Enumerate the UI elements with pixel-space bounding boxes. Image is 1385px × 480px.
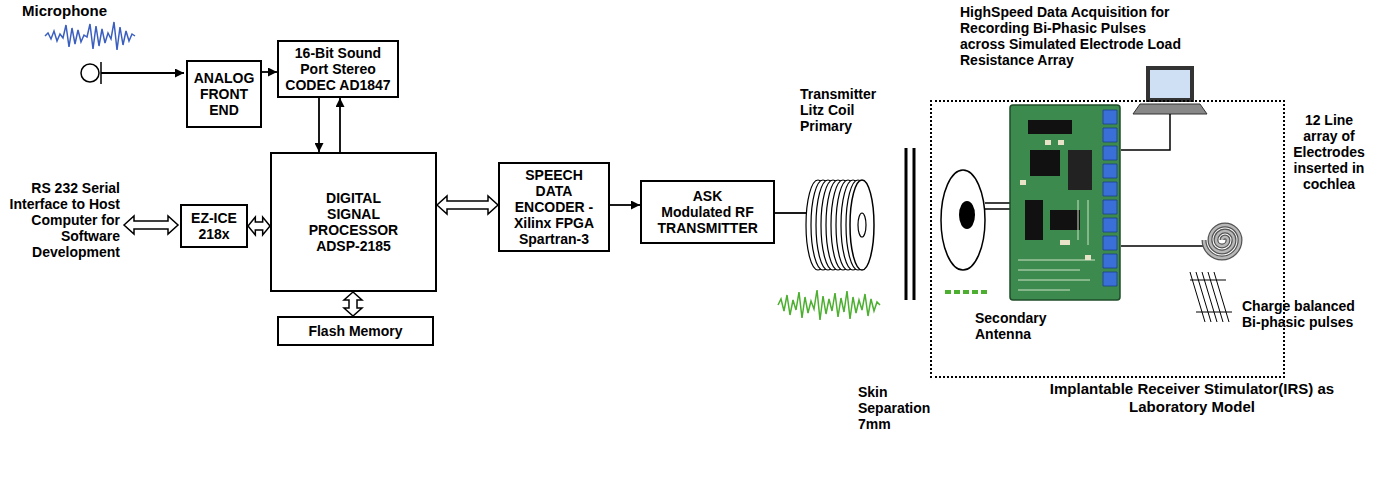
circuit-board [1010, 105, 1120, 300]
coil-face [850, 180, 874, 270]
signal-arrow [339, 98, 341, 152]
terminal-block [1103, 110, 1117, 286]
ic-chip [1050, 210, 1080, 230]
bus-arrow [344, 292, 362, 316]
laptop-screen [1146, 66, 1194, 102]
memory-box: Flash Memory [277, 316, 434, 346]
dimension-label: Skin Separation 7mm [858, 384, 938, 432]
component-label: Transmitter Litz Coil Primary [800, 86, 895, 134]
coil-core [858, 213, 866, 237]
box-text: DIGITAL SIGNAL PROCESSOR ADSP-2185 [306, 190, 401, 254]
bus-arrow [124, 216, 178, 234]
box-text: ASK Modulated RF TRANSMITTER [658, 188, 758, 236]
annotation: Charge balanced Bi-phasic pulses [1242, 298, 1370, 330]
antenna-core [959, 201, 975, 229]
ic-chip [1025, 200, 1043, 240]
rf-waveform [778, 290, 880, 320]
skin-layer [906, 148, 914, 300]
component-label: Secondary Antenna [975, 310, 1070, 342]
component-label: Microphone [22, 2, 132, 19]
region-heading: Implantable Receiver Stimulator(IRS) as … [1032, 380, 1352, 416]
laptop-base [1133, 104, 1207, 114]
electrode-array [1204, 225, 1240, 258]
cochlea-spiral [1204, 225, 1240, 258]
pcb-trace [1018, 200, 1095, 290]
process-box: ANALOG FRONT END [186, 60, 262, 128]
audio-waveform [45, 22, 135, 50]
annotation: HighSpeed Data Acquisition for Recording… [960, 4, 1190, 68]
signal-arrow [262, 71, 277, 73]
signal-arrow [318, 98, 320, 152]
biphasic-pulses [1190, 272, 1232, 322]
process-box: EZ-ICE 218x [180, 204, 248, 248]
antenna-wire [985, 203, 1010, 209]
ic-chip [1068, 150, 1092, 190]
annotation: 12 Line array of Electrodes inserted in … [1288, 112, 1370, 192]
box-text: 16-Bit Sound Port Stereo CODEC AD1847 [283, 45, 393, 93]
ic-chip [1028, 120, 1072, 134]
probe-wire [1121, 114, 1170, 150]
process-box: ASK Modulated RF TRANSMITTER [640, 180, 775, 244]
signal-wire [775, 212, 806, 214]
box-text: ANALOG FRONT END [192, 70, 256, 118]
box-text: SPEECH DATA ENCODER -Xilinx FPGA Spartra… [508, 167, 600, 247]
bus-arrow [437, 196, 498, 214]
box-text: Flash Memory [283, 323, 428, 339]
process-box: SPEECH DATA ENCODER -Xilinx FPGA Spartra… [498, 162, 610, 252]
interface-label: RS 232 Serial Interface to Host Computer… [2, 180, 120, 260]
pcb-component [1020, 140, 1091, 260]
received-signal [945, 290, 987, 294]
process-box: DIGITAL SIGNAL PROCESSOR ADSP-2185 [270, 152, 437, 292]
bus-arrow [248, 217, 270, 235]
implant-boundary: Implantable Receiver Stimulator(IRS) as … [930, 100, 1285, 378]
box-text: EZ-ICE 218x [186, 210, 242, 242]
signal-wire [101, 72, 184, 74]
microphone-symbol [81, 64, 99, 82]
ic-chip [1030, 150, 1060, 176]
process-box: 16-Bit Sound Port Stereo CODEC AD1847 [277, 40, 399, 98]
laptop-display [1150, 70, 1190, 98]
electrode-lead [1121, 245, 1203, 247]
signal-arrow [610, 204, 640, 206]
secondary-antenna [941, 170, 985, 270]
